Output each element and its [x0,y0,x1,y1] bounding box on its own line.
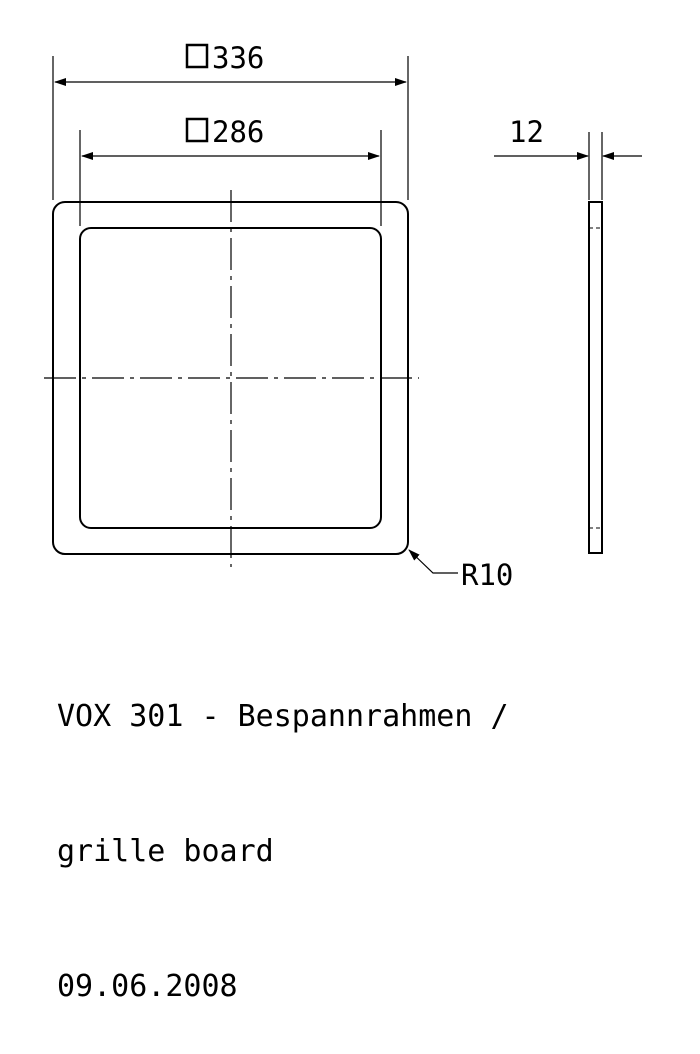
square-symbol-icon [185,117,209,143]
inner-dimension-label: 286 [212,115,264,149]
outer-dimension-label: 336 [212,41,264,75]
caption-title: VOX 301 - Bespannrahmen / [57,699,509,734]
caption-subtitle: grille board [57,834,274,869]
thickness-dimension-label: 12 [509,115,544,149]
side-view-outline [588,201,603,554]
technical-drawing: 336 286 12 R10 [44,41,642,592]
radius-label: R10 [461,558,513,592]
drawing-caption: VOX 301 - Bespannrahmen / grille board 0… [57,604,509,1054]
caption-date: 09.06.2008 [57,969,238,1004]
square-symbol-icon [185,43,209,69]
radius-leader-line [408,549,458,574]
